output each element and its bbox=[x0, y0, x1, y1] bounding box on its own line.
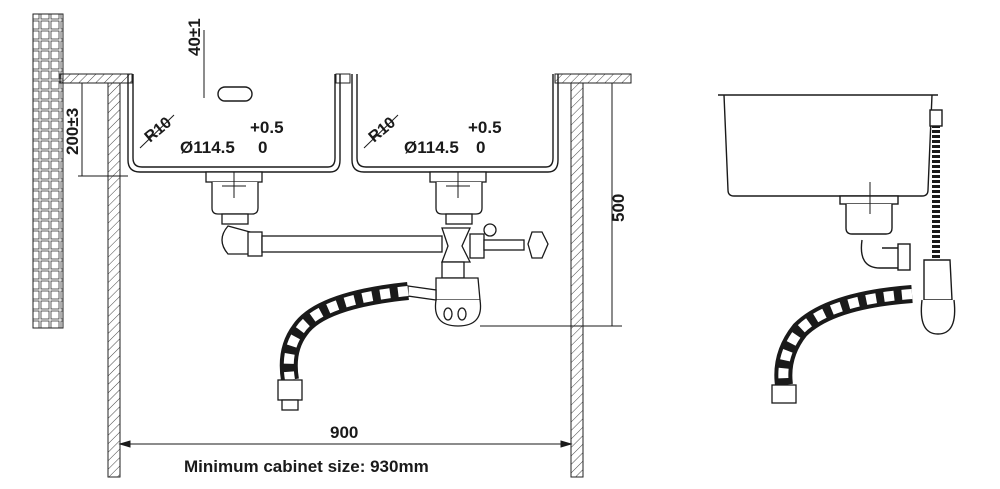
wall-tiles bbox=[32, 13, 64, 329]
connecting-pipe bbox=[221, 223, 549, 263]
dimension-lines bbox=[78, 30, 622, 448]
right-tolerance-zero: 0 bbox=[476, 138, 485, 157]
left-drain bbox=[205, 171, 263, 225]
right-tolerance-plus: +0.5 bbox=[468, 118, 502, 137]
siphon bbox=[407, 261, 482, 327]
left-tolerance-plus: +0.5 bbox=[250, 118, 284, 137]
tap-hole bbox=[217, 86, 253, 102]
minimum-cabinet-caption: Minimum cabinet size: 930mm bbox=[184, 457, 429, 476]
right-drain bbox=[429, 171, 487, 225]
countertop bbox=[59, 73, 632, 84]
side-view-hose bbox=[771, 285, 913, 404]
cabinet-width-label: 900 bbox=[330, 423, 358, 442]
side-view-bowl bbox=[718, 94, 956, 335]
bowl-depth-label: 500 bbox=[609, 194, 628, 222]
left-tolerance-zero: 0 bbox=[258, 138, 267, 157]
drain-hose bbox=[277, 282, 409, 411]
tap-hole-offset-label: 40±1 bbox=[185, 18, 204, 56]
cabinet-walls bbox=[107, 82, 584, 478]
left-drain-diameter-label: Ø114.5 bbox=[180, 138, 235, 157]
tap-height-label: 200±3 bbox=[63, 108, 82, 155]
right-drain-diameter-label: Ø114.5 bbox=[404, 138, 459, 157]
